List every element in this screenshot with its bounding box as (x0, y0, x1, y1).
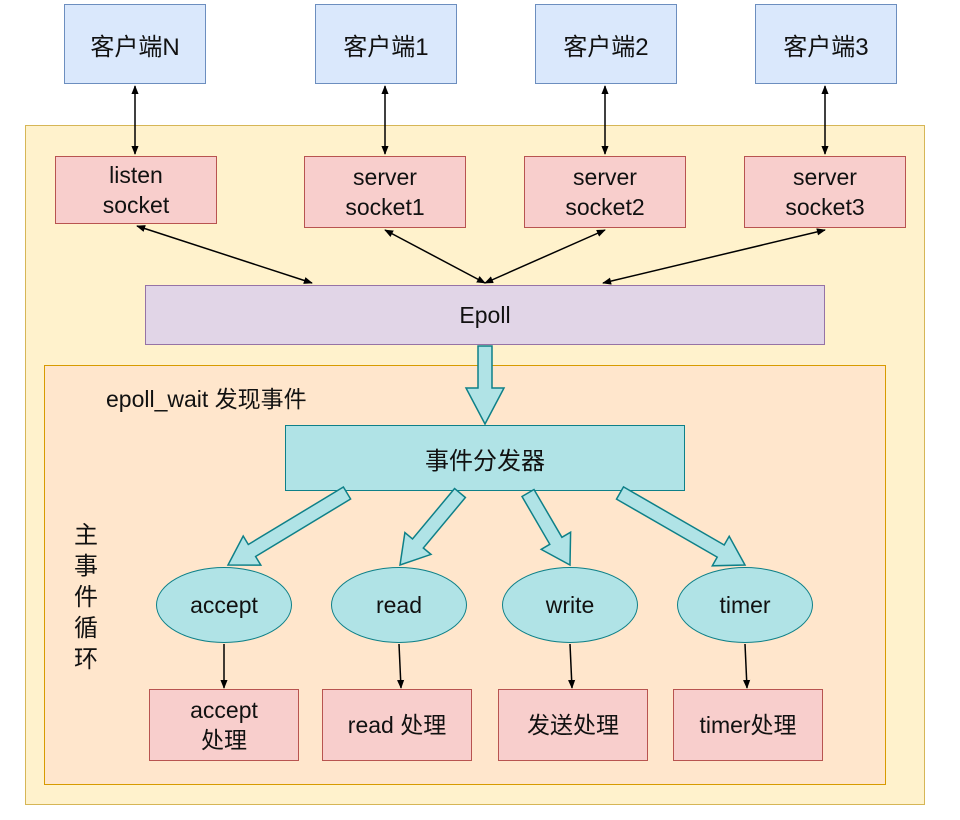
client-1-box: 客户端1 (315, 4, 457, 84)
epoll-dispatch-fat-arrow (464, 345, 506, 426)
accept-handler-box: accept 处理 (149, 689, 299, 761)
client-3-box: 客户端3 (755, 4, 897, 84)
timer-handler-arrow (743, 643, 751, 689)
dispatch-timer-fat-arrow (615, 485, 747, 567)
epoll-box: Epoll (145, 285, 825, 345)
read-handler-box: read 处理 (322, 689, 472, 761)
read-handler-arrow (397, 643, 405, 689)
event-dispatcher-box: 事件分发器 (285, 425, 685, 491)
dispatch-read-fat-arrow (399, 487, 467, 567)
timer-event-ellipse: timer (677, 567, 813, 643)
accept-event-ellipse: accept (156, 567, 292, 643)
write-handler-box: 发送处理 (498, 689, 648, 761)
server1-epoll-arrow (384, 229, 486, 284)
write-handler-arrow (568, 643, 576, 689)
timer-handler-box: timer处理 (673, 689, 823, 761)
server-socket3-box: server socket3 (744, 156, 906, 228)
listen-epoll-arrow (136, 225, 313, 284)
server3-epoll-arrow (602, 228, 826, 285)
write-event-ellipse: write (502, 567, 638, 643)
client-2-box: 客户端2 (535, 4, 677, 84)
server-socket2-box: server socket2 (524, 156, 686, 228)
epoll-wait-label: epoll_wait 发现事件 (106, 386, 307, 412)
listen-socket-box: listen socket (55, 156, 217, 224)
server-socket1-box: server socket1 (304, 156, 466, 228)
client-n-box: 客户端N (64, 4, 206, 84)
dispatch-accept-fat-arrow (226, 485, 352, 566)
read-event-ellipse: read (331, 567, 467, 643)
dispatch-write-fat-arrow (520, 488, 572, 567)
server2-epoll-arrow (484, 229, 606, 284)
main-event-loop-label: 主事件循环 (74, 522, 98, 673)
